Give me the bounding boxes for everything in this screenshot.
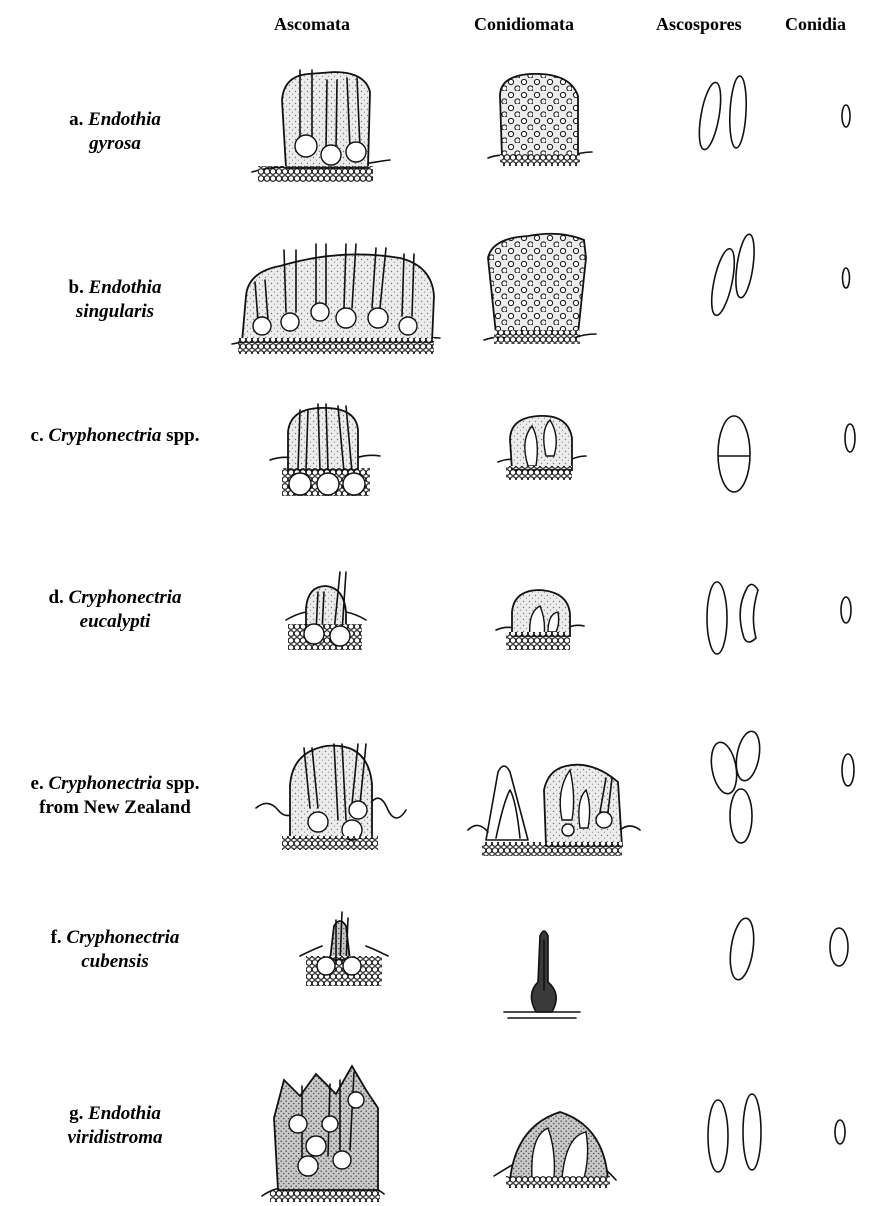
conidioma-a (488, 74, 592, 166)
conidium-e (842, 754, 854, 786)
conidium-a (842, 105, 850, 127)
conidium-c (845, 424, 855, 452)
ascospores-e (708, 729, 764, 843)
ascoma-g (262, 1066, 384, 1202)
ascoma-f (300, 912, 388, 986)
conidioma-e (468, 765, 640, 856)
ascoma-a (252, 70, 390, 182)
ascospores-c (718, 416, 750, 492)
conidium-d (841, 597, 851, 623)
conidioma-b (484, 234, 596, 344)
ascospores-g (708, 1094, 761, 1172)
conidioma-c (498, 416, 586, 480)
ascospores-a (695, 76, 748, 151)
conidioma-g (494, 1112, 616, 1188)
ascoma-e (256, 744, 406, 850)
ascoma-d (286, 572, 366, 650)
ascoma-c (270, 404, 380, 496)
ascospores-d (707, 582, 758, 654)
ascospores-f (727, 917, 757, 981)
conidium-f (830, 928, 848, 966)
conidium-b (843, 268, 850, 288)
ascoma-b (232, 244, 440, 354)
conidioma-d (496, 590, 584, 650)
ascospores-b (707, 233, 757, 317)
conidium-g (835, 1120, 845, 1144)
conidioma-f (504, 931, 580, 1018)
